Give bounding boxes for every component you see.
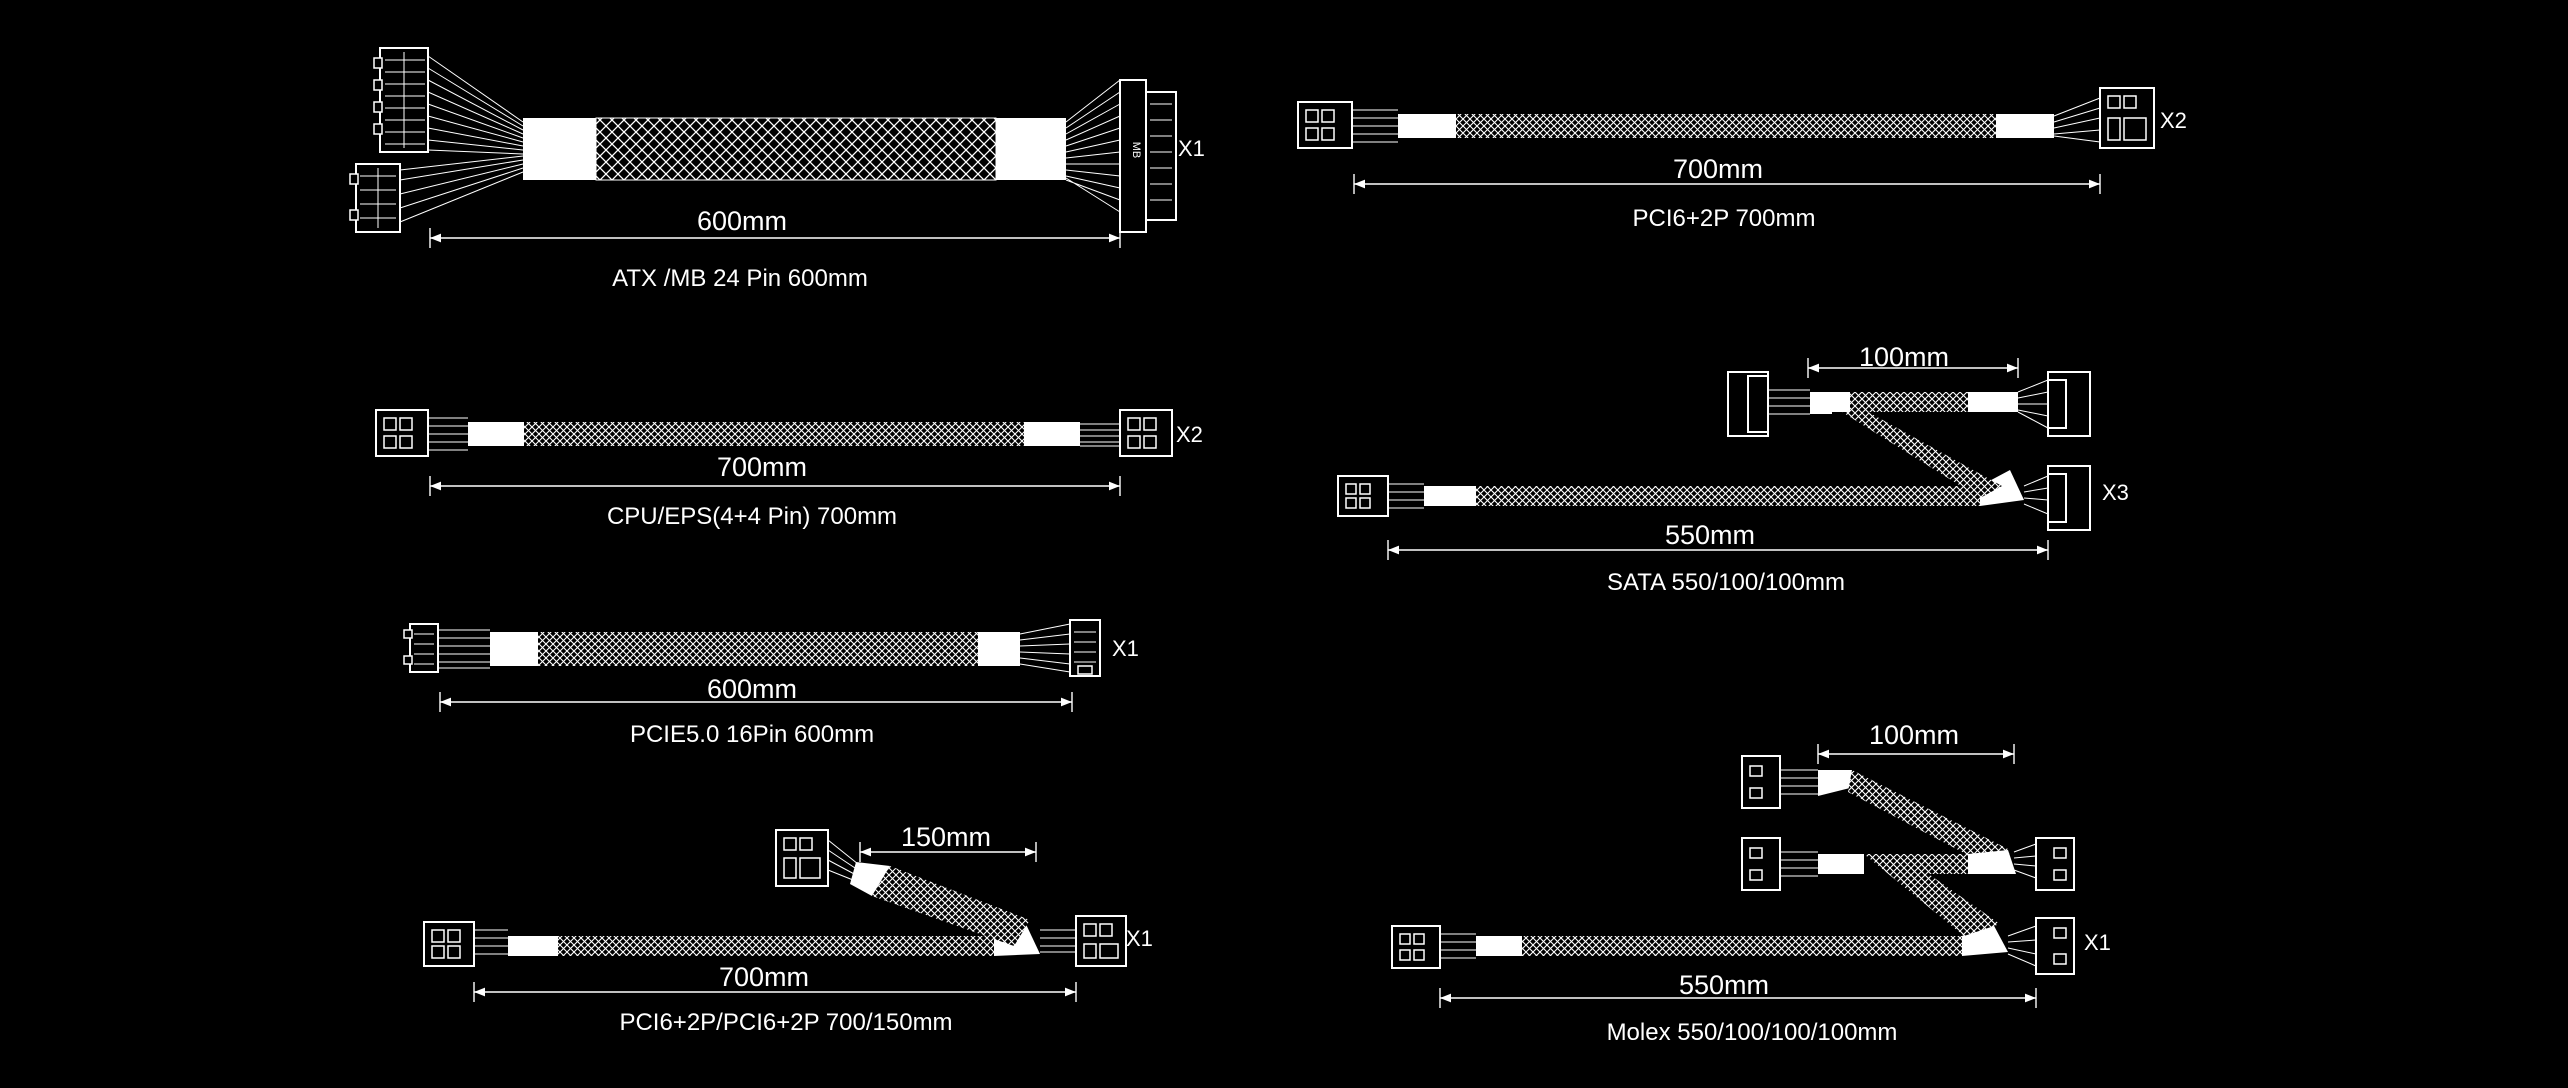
- pci62-braided-sleeve: [1456, 114, 1996, 138]
- atx-sleeve-left: [523, 118, 596, 180]
- atx-mb-mark: MB: [1130, 142, 1142, 159]
- atx-dimension-line: [429, 228, 1121, 248]
- cable-pci-dual: X1 150mm 700mm PCI6+2P/PCI6+2P 700/150mm: [423, 822, 1153, 1036]
- pci62-dimension-line: [1353, 174, 2101, 194]
- pcidual-branch-dimension-line: [859, 842, 1037, 862]
- pcidual-quantity: X1: [1126, 926, 1153, 951]
- sata-braided-sleeve-main: [1476, 486, 1980, 506]
- pcie5-quantity: X1: [1112, 636, 1139, 661]
- molex-braided-sleeve-main: [1522, 936, 1962, 956]
- cpu-length-label: 700mm: [717, 452, 807, 482]
- sata-connector-input: [1337, 475, 1389, 517]
- pcidual-length-label: 700mm: [719, 962, 809, 992]
- pcidual-connector-right: [1075, 915, 1127, 967]
- atx-4pin-connector-left: [349, 163, 401, 233]
- pci62-connector-right: [2099, 87, 2155, 149]
- cable-molex: X1 100mm 550mm Molex 550/100/100/100mm: [1391, 720, 2111, 1046]
- cpu-connector-left: [375, 409, 429, 457]
- sata-connector-end: [2047, 465, 2091, 531]
- molex-connector-branch-1: [1741, 755, 1781, 809]
- molex-branch-dimension-line: [1817, 744, 2015, 764]
- molex-branch-middle: [1741, 837, 2016, 936]
- atx-24pin-connector-left: [373, 47, 429, 153]
- pcidual-branch-length-label: 150mm: [901, 822, 991, 852]
- molex-dimension-line: [1439, 988, 2037, 1008]
- molex-branch-length-label: 100mm: [1869, 720, 1959, 750]
- sata-length-label: 550mm: [1665, 520, 1755, 550]
- molex-branch-top: [1741, 755, 2010, 874]
- molex-connector-branch-3: [2035, 837, 2075, 891]
- atx-quantity: X1: [1178, 136, 1205, 161]
- pcidual-branch-connector: [775, 829, 829, 887]
- sata-branch-length-label: 100mm: [1859, 342, 1949, 372]
- atx-braided-sleeve: [595, 117, 997, 181]
- atx-length-label: 600mm: [697, 206, 787, 236]
- pcidual-caption: PCI6+2P/PCI6+2P 700/150mm: [619, 1009, 952, 1036]
- pcidual-connector-left: [423, 921, 475, 967]
- pcidual-dimension-line: [473, 982, 1077, 1002]
- sata-connector-branch-left: [1727, 371, 1769, 437]
- sata-branch-dimension-line: [1807, 358, 2019, 378]
- molex-connector-branch-2: [1741, 837, 1781, 891]
- molex-length-label: 550mm: [1679, 970, 1769, 1000]
- sata-quantity: X3: [2102, 480, 2129, 505]
- atx-sleeve-right: [996, 118, 1066, 180]
- pcie5-braided-sleeve: [538, 632, 978, 666]
- pcie5-caption: PCIE5.0 16Pin 600mm: [630, 721, 874, 748]
- molex-caption: Molex 550/100/100/100mm: [1607, 1019, 1898, 1046]
- pci62-caption: PCI6+2P 700mm: [1633, 205, 1816, 232]
- cable-pcie5-16pin: X1 600mm PCIE5.0 16Pin 600mm: [403, 619, 1139, 748]
- pci62-length-label: 700mm: [1673, 154, 1763, 184]
- pcidual-braided-sleeve: [558, 936, 994, 956]
- pci62-quantity: X2: [2160, 108, 2187, 133]
- cable-pci-6-2p: X2 700mm PCI6+2P 700mm: [1297, 87, 2187, 232]
- atx-caption: ATX /MB 24 Pin 600mm: [612, 265, 868, 292]
- cpu-quantity: X2: [1176, 422, 1203, 447]
- molex-quantity: X1: [2084, 930, 2111, 955]
- sata-connector-branch-right: [2047, 371, 2091, 437]
- cpu-dimension-line: [429, 476, 1121, 496]
- cpu-caption: CPU/EPS(4+4 Pin) 700mm: [607, 503, 897, 530]
- sata-caption: SATA 550/100/100mm: [1607, 569, 1845, 596]
- sata-dimension-line: [1387, 540, 2049, 560]
- sata-braided-sleeve-branch: [1850, 392, 1968, 412]
- cable-atx-mb: MB X1 600mm ATX /MB 24 Pin 600mm: [349, 47, 1205, 292]
- atx-24pin-connector-right: MB: [1119, 79, 1177, 233]
- cpu-braided-sleeve: [524, 422, 1024, 446]
- pcie5-dimension-line: [439, 692, 1073, 712]
- molex-connector-end: [2035, 917, 2075, 975]
- pcie5-connector-right: [1069, 619, 1101, 677]
- pcie5-connector-left: [403, 623, 439, 673]
- cpu-connector-right: [1119, 409, 1173, 457]
- pci62-connector-left: [1297, 101, 1353, 149]
- cable-sata: X3 100mm 550mm SATA 550/100/100mm: [1337, 342, 2129, 596]
- cable-cpu-eps: X2 700mm CPU/EPS(4+4 Pin) 700mm: [375, 409, 1203, 530]
- pcie5-length-label: 600mm: [707, 674, 797, 704]
- molex-connector-input: [1391, 925, 1441, 969]
